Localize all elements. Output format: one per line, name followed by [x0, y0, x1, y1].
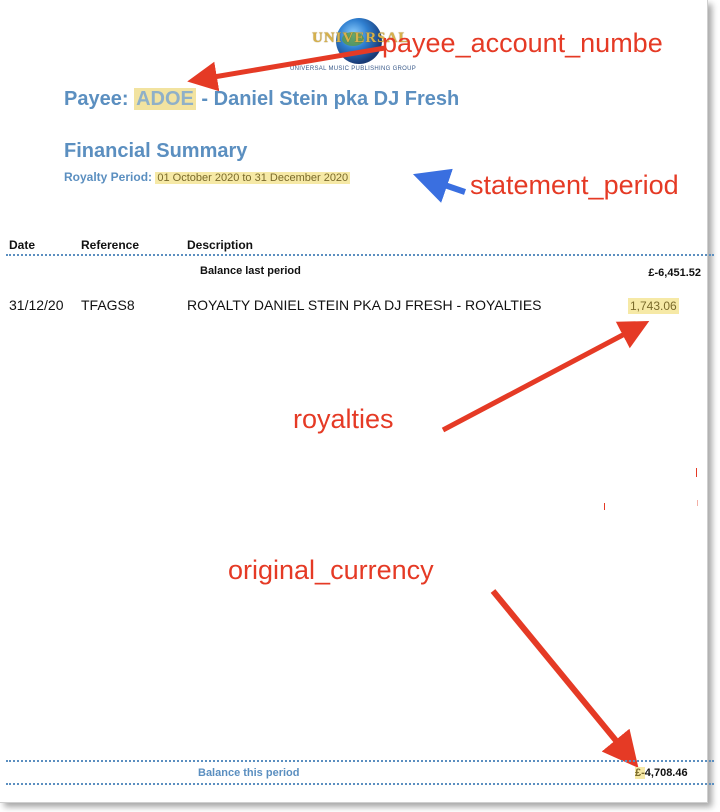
stray-mark — [696, 468, 697, 477]
royalty-period-row: Royalty Period: 01 October 2020 to 31 De… — [64, 170, 351, 184]
header-date: Date — [9, 238, 36, 252]
royalty-period-sep: : — [148, 170, 156, 184]
balance-this-value-wrap: £-4,708.46 — [635, 767, 688, 779]
row-description: ROYALTY DANIEL STEIN PKA DJ FRESH - ROYA… — [187, 297, 542, 313]
annotation-statement-period: statement_period — [470, 170, 679, 200]
payee-name: - Daniel Stein pka DJ Fresh — [195, 88, 460, 110]
arrow-to-royalties — [441, 320, 650, 433]
row-amount: 1,743.06 — [628, 298, 679, 314]
balance-last-label: Balance last period — [200, 265, 301, 277]
annotation-royalties: royalties — [293, 404, 394, 434]
arrow-to-period — [412, 168, 466, 203]
royalty-period-value: 01 October 2020 to 31 December 2020 — [155, 172, 351, 184]
payee-label: Payee: — [64, 88, 135, 110]
royalty-period-label: Royalty Period — [64, 170, 149, 184]
footer-divider-top — [6, 760, 714, 762]
row-date: 31/12/20 — [9, 297, 64, 313]
payee-line: Payee: ADOE - Daniel Stein pka DJ Fresh — [64, 88, 459, 111]
header-description: Description — [187, 238, 254, 252]
footer-divider-bottom — [6, 783, 714, 785]
arrow-to-currency — [490, 589, 639, 768]
annotation-original-currency: original_currency — [228, 555, 434, 585]
balance-last-value: £-6,451.52 — [648, 267, 701, 279]
logo-subtitle: UNIVERSAL MUSIC PUBLISHING GROUP — [290, 66, 417, 72]
annotation-payee-account: payee_account_numbe — [382, 28, 663, 58]
balance-this-label: Balance this period — [198, 767, 300, 779]
stray-mark — [604, 503, 605, 510]
logo-wordmark: UNIVERSAL — [312, 30, 410, 46]
payee-code: ADOE — [134, 88, 196, 110]
balance-this-value: 4,708.46 — [644, 767, 688, 779]
stray-mark — [697, 500, 698, 506]
header-reference: Reference — [81, 238, 140, 252]
row-reference: TFAGS8 — [81, 297, 135, 313]
balance-this-currency: £- — [635, 767, 645, 779]
financial-summary-title: Financial Summary — [64, 140, 248, 162]
arrow-to-payee-code — [187, 45, 386, 92]
header-divider — [6, 254, 714, 256]
annotation-arrows — [187, 45, 650, 768]
